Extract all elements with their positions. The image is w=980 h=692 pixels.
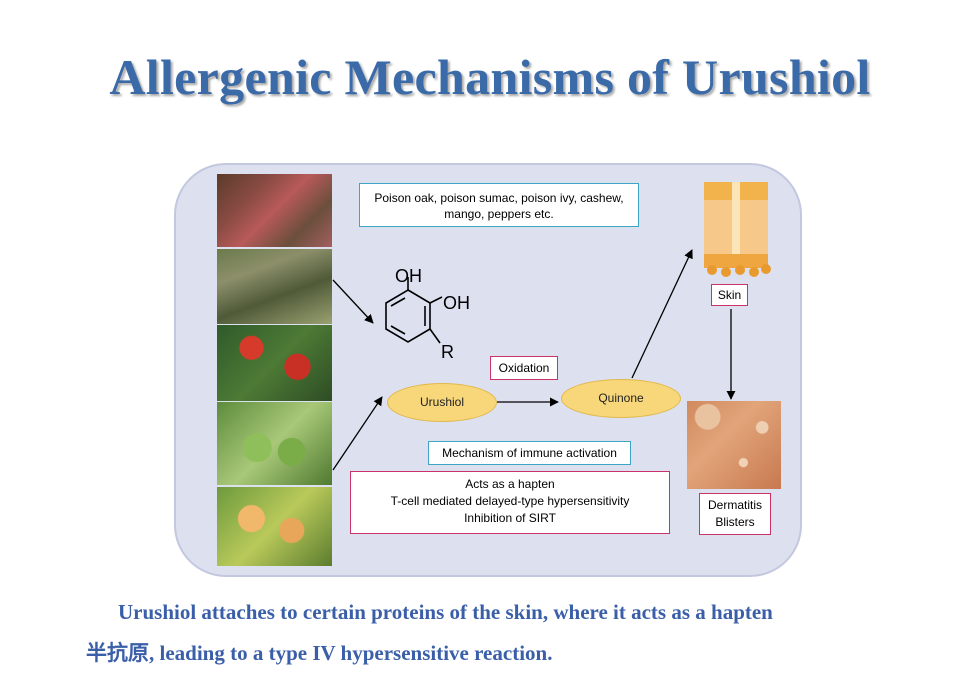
effect-hapten: Acts as a hapten <box>465 477 555 491</box>
blisters-label: Blisters <box>715 515 755 529</box>
arrow-plants-to-urushiol <box>332 396 383 471</box>
photo-red-berries <box>217 325 332 401</box>
photo-green-fruits <box>217 402 332 485</box>
molecule-oh-2: OH <box>443 293 470 313</box>
mechanism-title: Mechanism of immune activation <box>428 441 631 465</box>
dermatitis-box: Dermatitis Blisters <box>699 493 771 535</box>
photo-bark <box>217 249 332 324</box>
caption-line-1: Urushiol attaches to certain proteins of… <box>118 600 773 624</box>
oxidation-label: Oxidation <box>490 356 558 380</box>
skin-label: Skin <box>711 284 748 306</box>
sources-line-1: Poison oak, poison sumac, poison ivy, ca… <box>374 191 624 205</box>
molecule-r: R <box>441 342 454 362</box>
slide-title: Allergenic Mechanisms of Urushiol <box>109 49 871 105</box>
skin-illustration <box>704 182 771 277</box>
sources-box: Poison oak, poison sumac, poison ivy, ca… <box>359 183 639 227</box>
molecule-oh-1: OH <box>395 266 422 286</box>
urushiol-node: Urushiol <box>387 383 497 422</box>
sources-line-2: mango, peppers etc. <box>444 207 554 221</box>
caption-line-2: 半抗原, leading to a type IV hypersensitive… <box>86 641 553 665</box>
arrow-plants-to-molecule <box>332 279 374 324</box>
photo-poison-oak <box>217 174 332 247</box>
molecule-structure <box>385 277 443 344</box>
quinone-node: Quinone <box>561 379 681 418</box>
effect-sirt: Inhibition of SIRT <box>464 511 556 525</box>
dermatitis-label: Dermatitis <box>707 498 762 512</box>
arrow-quinone-to-skin <box>631 249 693 379</box>
effect-hypersensitivity: T-cell mediated delayed-type hypersensit… <box>390 494 630 508</box>
blister-photo <box>687 401 781 489</box>
photo-ginkgo-fruits <box>217 487 332 566</box>
mechanism-effects-box: Acts as a hapten T-cell mediated delayed… <box>350 471 670 534</box>
